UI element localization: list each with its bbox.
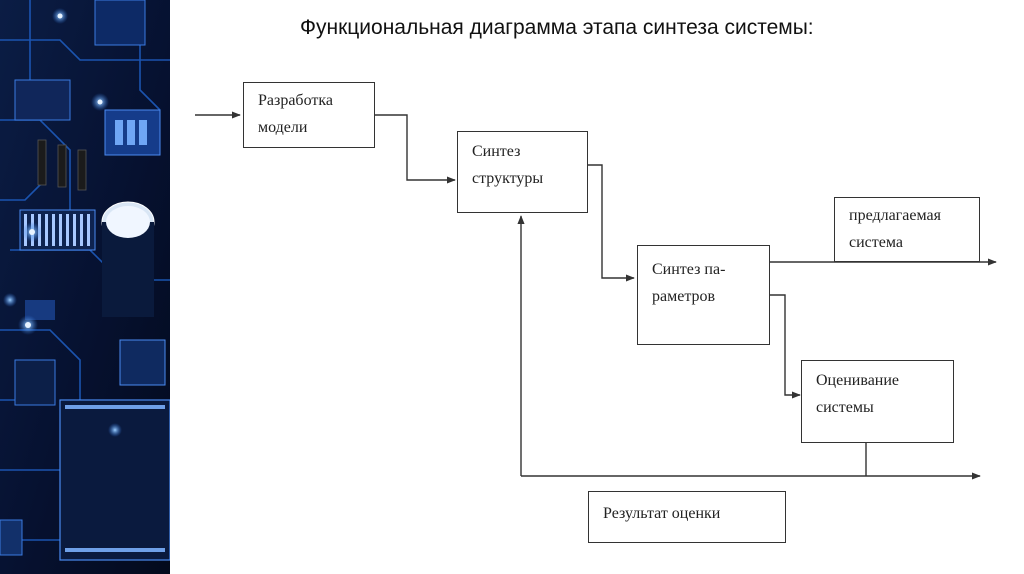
- arrow-structure-to-params: [588, 164, 635, 282]
- box-params-line1: Синтез па-: [652, 261, 726, 278]
- arrow-model-to-structure: [375, 114, 456, 184]
- box-structure-line1: Синтез: [472, 143, 521, 160]
- circuit-board-image: [0, 0, 170, 574]
- box-parameter-synthesis: Синтез па- раметров: [637, 245, 770, 345]
- box-proposed-line2: система: [849, 234, 903, 251]
- box-result-line1: Результат оценки: [603, 505, 721, 522]
- box-proposed-line1: предлагаемая: [849, 207, 941, 224]
- box-evaluation-line2: системы: [816, 399, 874, 416]
- box-structure-line2: структуры: [472, 170, 544, 187]
- slide-title: Функциональная диаграмма этапа синтеза с…: [300, 16, 814, 39]
- circuit-board-graphic: [0, 0, 170, 574]
- box-proposed-system: предлагаемая система: [834, 197, 980, 262]
- box-system-evaluation: Оценивание системы: [801, 360, 954, 443]
- box-model-line1: Разработка: [258, 92, 333, 109]
- box-evaluation-line1: Оценивание: [816, 372, 900, 389]
- box-model-line2: модели: [258, 119, 308, 136]
- box-model-development: Разработка модели: [243, 82, 375, 148]
- box-evaluation-result: Результат оценки: [588, 491, 786, 543]
- box-structure-synthesis: Синтез структуры: [457, 131, 588, 213]
- arrow-params-to-evaluation: [770, 294, 801, 399]
- box-params-line2: раметров: [652, 288, 716, 305]
